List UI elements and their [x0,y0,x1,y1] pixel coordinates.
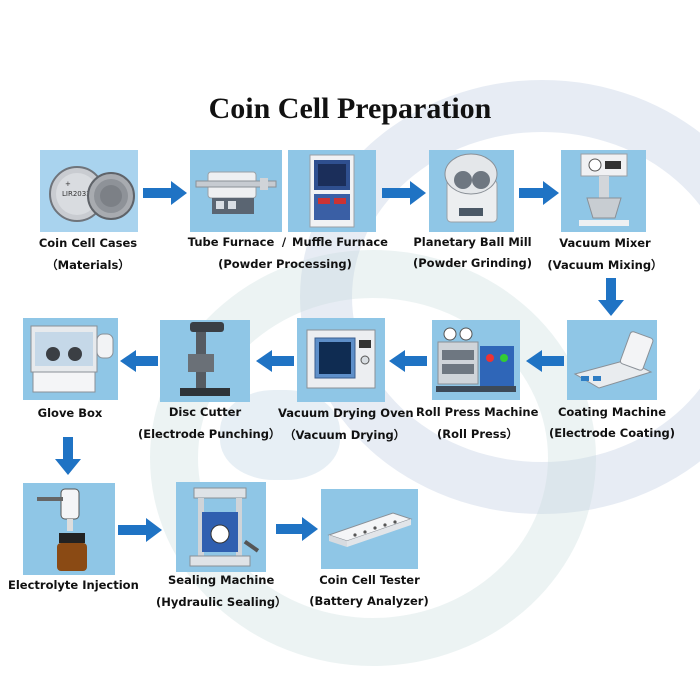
drying-oven-label: Vacuum Drying Oven [278,406,414,420]
electrolyte-label: Electrolyte Injection [8,578,139,592]
arrow-right-3 [519,181,559,205]
powder-processing-sublabel: (Powder Processing) [218,257,352,271]
disc-cutter-label: Disc Cutter [168,405,242,419]
ball-mill-label: Planetary Ball Mill [413,235,532,249]
arrow-right-1 [143,181,187,205]
vacuum-mixer-label: Vacuum Mixer [559,236,651,250]
coating-machine-label: Coating Machine [557,405,667,419]
furnace-separator: / [281,235,287,249]
tester-label: Coin Cell Tester [319,573,420,587]
arrow-right-2 [382,181,426,205]
arrow-left-2 [389,350,427,372]
glove-box-image [23,318,118,400]
glove-box-label: Glove Box [37,406,103,420]
sealing-machine-image [176,482,266,572]
vacuum-mixer-image [561,150,646,232]
vacuum-mixer-sublabel: (Vacuum Mixing） [547,258,663,272]
coating-machine-sublabel: (Electrode Coating) [549,426,675,440]
svg-text:LIR2032: LIR2032 [62,190,91,198]
drying-oven-image [297,318,385,402]
watermark-blob [220,390,340,480]
arrow-down-2 [55,437,81,475]
coating-machine-image [567,320,657,400]
muffle-furnace-label: Muffle Furnace [292,235,388,249]
arrow-right-5 [276,517,318,541]
ball-mill-image [429,150,514,232]
coin-cells-illustration: + LIR2032 [49,166,135,222]
tube-furnace-label: Tube Furnace [187,235,275,249]
disc-cutter-image [160,320,250,402]
tester-image [321,489,418,569]
arrow-right-4 [118,518,162,542]
diagram-title: Coin Cell Preparation [208,92,492,125]
arrow-left-3 [256,350,294,372]
arrow-left-4 [120,350,158,372]
arrow-down-1 [598,278,624,316]
coin-cell-cases-image: + LIR2032 [40,150,138,232]
roll-press-image [432,320,520,400]
muffle-furnace-image [288,150,376,232]
electrolyte-image [23,483,115,575]
ball-mill-sublabel: (Powder Grinding) [412,256,532,270]
disc-cutter-sublabel: (Electrode Punching） [138,427,281,441]
drying-oven-sublabel: （Vacuum Drying） [284,428,406,442]
svg-text:+: + [65,180,71,188]
tester-sublabel: (Battery Analyzer) [309,594,429,608]
arrow-left-1 [526,350,564,372]
sealing-machine-label: Sealing Machine [168,573,275,587]
roll-press-sublabel: (Roll Press） [437,427,518,441]
coin-cell-cases-label: Coin Cell Cases [38,236,138,250]
sealing-machine-sublabel: (Hydraulic Sealing） [156,595,287,609]
tube-furnace-image [190,150,282,232]
coin-cell-cases-sublabel: （Materials） [46,258,130,272]
roll-press-label: Roll Press Machine [416,405,539,419]
